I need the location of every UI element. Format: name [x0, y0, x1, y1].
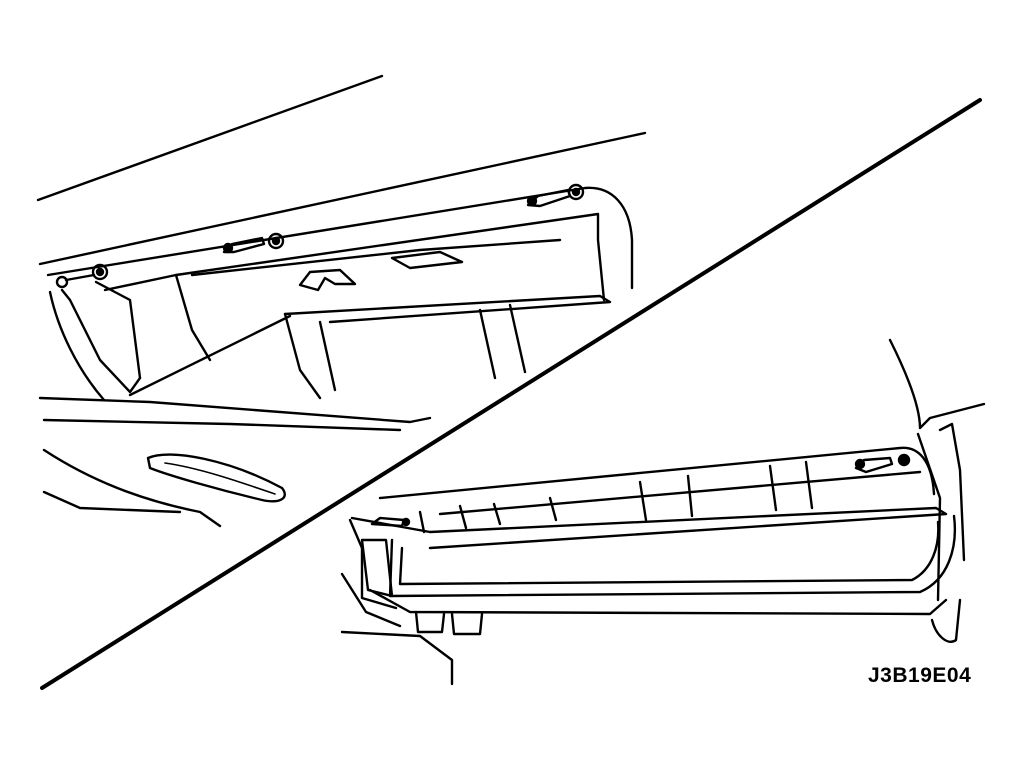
divider-5: [638, 480, 648, 522]
bin-left-wall: [94, 280, 142, 380]
tab-right: [450, 612, 484, 636]
lid-outline: [38, 396, 432, 424]
lid-lower-edge: [42, 448, 222, 528]
opening-frame: [46, 186, 634, 290]
frame-left-flange: [60, 288, 142, 394]
dash-top-edge: [36, 74, 384, 202]
lid-handle-inner: [164, 462, 276, 495]
screw-icon: [370, 516, 411, 528]
screw-icon: [526, 183, 585, 208]
lid-surface: [42, 418, 402, 432]
opening-frame-inner: [48, 290, 106, 402]
glovebox-front-inner: [398, 520, 940, 586]
glovebox-front-face: [388, 514, 956, 598]
lower-trim: [340, 572, 402, 628]
right-trim: [930, 598, 962, 643]
divider-4: [548, 496, 558, 522]
floor-line: [340, 630, 454, 686]
panel-top-edge: [378, 446, 936, 500]
lid-upper-edge: [128, 314, 292, 397]
bin-back-wall: [190, 238, 562, 277]
bin-rib-4: [508, 303, 527, 374]
glovebox-left-cap: [360, 538, 394, 598]
bin-top-panel: [174, 212, 606, 302]
dash-edge-2: [38, 131, 647, 266]
tab-left: [414, 610, 446, 634]
divider-3: [492, 502, 502, 526]
glovebox-left-end: [348, 518, 398, 610]
bin-rib-3: [478, 308, 497, 380]
bin-rib-1: [283, 312, 322, 400]
view-divider-line: [40, 98, 982, 690]
lower-view: [340, 338, 986, 686]
latch-slot: [390, 250, 464, 270]
divider-2: [458, 504, 468, 530]
screw-icon: [55, 263, 109, 289]
figure-id-label: J3B19E04: [868, 664, 972, 687]
bin-floor-lip: [283, 294, 612, 324]
screw-icon: [222, 232, 285, 254]
latch-icon: [298, 268, 357, 292]
divider-7: [768, 464, 778, 512]
back-shelf: [438, 470, 922, 516]
dash-side-panel: [888, 338, 986, 430]
panel-corner: [916, 432, 942, 602]
glovebox-bottom: [368, 588, 948, 616]
divider-6: [686, 474, 694, 518]
glovebox-top-rail: [350, 506, 948, 550]
divider-8: [804, 460, 814, 510]
screw-icon: [854, 453, 911, 474]
lid-handle: [146, 453, 286, 503]
divider-1: [418, 510, 426, 534]
bin-inner-left: [103, 273, 212, 362]
right-bracket: [938, 422, 966, 562]
bin-rib-2: [318, 320, 337, 392]
lid-bottom-line: [42, 490, 182, 514]
upper-view: [36, 74, 647, 528]
